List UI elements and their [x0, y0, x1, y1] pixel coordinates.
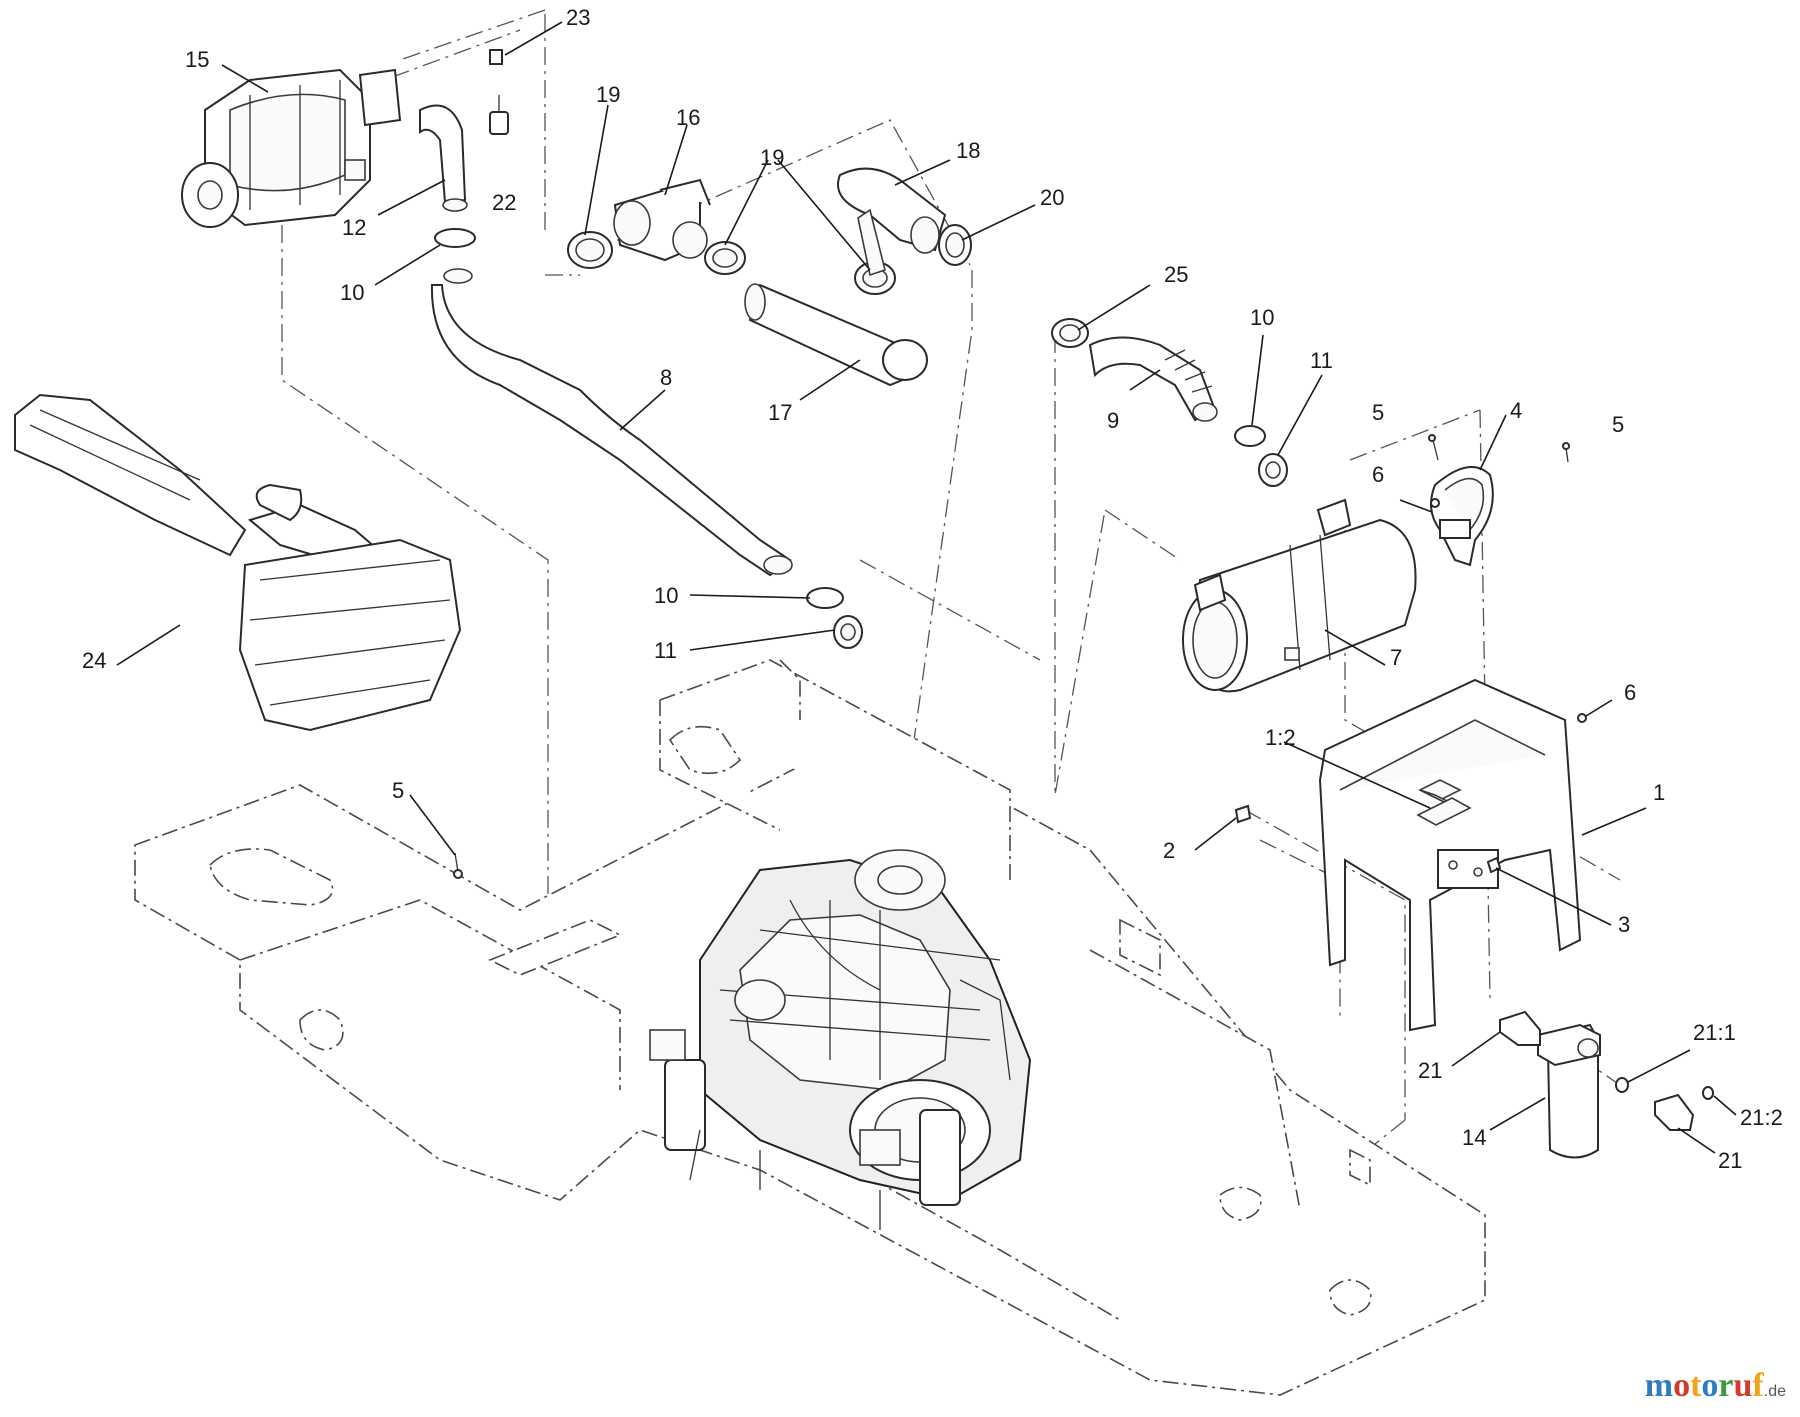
bracket-part-1 — [1318, 678, 1582, 1032]
bolt-part-5-top-left — [1428, 434, 1439, 461]
callout-3: 3 — [1618, 912, 1630, 937]
radiator-part-24 — [14, 393, 462, 732]
callout-numbers: 15 23 19 16 19 18 20 12 22 10 25 10 11 8… — [82, 5, 1783, 1173]
callout-10-right: 10 — [1250, 305, 1274, 330]
hose-part-9 — [1088, 336, 1218, 422]
callout-5-frame: 5 — [392, 778, 404, 803]
pipe-part-8 — [430, 284, 793, 577]
nut-part-6-top — [1430, 498, 1440, 508]
fitting-part-21-top — [1499, 1010, 1541, 1046]
callout-21-1: 21:1 — [1693, 1020, 1736, 1045]
tee-part-16 — [613, 178, 711, 262]
callout-5-top-right: 5 — [1612, 412, 1624, 437]
callout-7: 7 — [1390, 645, 1402, 670]
callout-19-right: 19 — [760, 145, 784, 170]
watermark-letter: r — [1718, 1367, 1734, 1404]
fitting-part-21-bottom — [1654, 1093, 1695, 1131]
engine-assembly — [649, 849, 1032, 1230]
gasket-part-11-center — [833, 615, 863, 649]
callout-19-left: 19 — [596, 82, 620, 107]
leader-lines — [116, 21, 1737, 1154]
nut-part-6-right — [1577, 713, 1587, 723]
callout-21-top: 21 — [1418, 1058, 1442, 1083]
bolt-part-5-top-right — [1562, 442, 1570, 463]
watermark-letter: o — [1701, 1367, 1719, 1404]
callout-4: 4 — [1510, 398, 1522, 423]
clamp-part-25 — [1051, 318, 1089, 348]
callout-10-top: 10 — [340, 280, 364, 305]
callout-2: 2 — [1163, 838, 1175, 863]
watermark-suffix: .de — [1763, 1383, 1786, 1400]
callout-5-top-left: 5 — [1372, 400, 1384, 425]
callout-17: 17 — [768, 400, 792, 425]
clamp-part-10-center — [806, 587, 844, 609]
callout-22: 22 — [492, 190, 516, 215]
callout-6-right: 6 — [1624, 680, 1636, 705]
clamp-part-10-right — [1234, 425, 1266, 447]
gasket-part-11-top — [1258, 453, 1288, 487]
watermark-letter: o — [1673, 1367, 1691, 1404]
callout-12: 12 — [342, 215, 366, 240]
clamp-part-19-left — [567, 231, 613, 269]
watermark-letter: f — [1752, 1367, 1764, 1404]
filter-part-14 — [1537, 1023, 1601, 1159]
clamp-part-19-mid — [704, 241, 746, 275]
o-ring-part-21-2 — [1702, 1086, 1714, 1100]
callout-15: 15 — [185, 47, 209, 72]
callout-10-center: 10 — [654, 583, 678, 608]
motoruf-watermark: motoruf.de — [1645, 1367, 1786, 1405]
watermark-letter: u — [1733, 1367, 1753, 1404]
callout-1-2: 1:2 — [1265, 725, 1296, 750]
callout-1: 1 — [1653, 780, 1665, 805]
air-cleaner-part-15 — [181, 68, 402, 228]
elbow-part-18 — [837, 167, 947, 277]
watermark-letter: m — [1644, 1367, 1674, 1404]
decal-part-1-2 — [1416, 797, 1472, 826]
watermark-letters: motoruf — [1645, 1367, 1764, 1404]
callout-9: 9 — [1107, 408, 1119, 433]
callout-25: 25 — [1164, 262, 1188, 287]
watermark-letter: t — [1690, 1367, 1702, 1404]
hose-part-12 — [419, 104, 468, 212]
callout-11-center: 11 — [654, 638, 677, 663]
callout-21-2: 21:2 — [1740, 1105, 1783, 1130]
clamp-part-20 — [938, 224, 972, 266]
callout-14: 14 — [1462, 1125, 1486, 1150]
callout-6-top: 6 — [1372, 462, 1384, 487]
callout-23: 23 — [566, 5, 590, 30]
callout-16: 16 — [676, 105, 700, 130]
fitting-part-23 — [489, 49, 503, 65]
bolt-part-2 — [1234, 804, 1252, 824]
callout-20: 20 — [1040, 185, 1064, 210]
tube-part-17 — [744, 283, 928, 387]
callout-18: 18 — [956, 138, 980, 163]
callout-8: 8 — [660, 365, 672, 390]
callout-11-top: 11 — [1310, 348, 1333, 373]
bolt-part-5-frame — [453, 852, 463, 879]
clamp-part-10-top — [434, 228, 476, 284]
callout-24: 24 — [82, 648, 106, 673]
fitting-part-22 — [489, 95, 509, 135]
o-ring-part-21-1 — [1615, 1077, 1629, 1093]
muffler-part-7 — [1182, 498, 1417, 693]
strap-part-4 — [1430, 466, 1494, 567]
callout-21-bottom: 21 — [1718, 1148, 1742, 1173]
